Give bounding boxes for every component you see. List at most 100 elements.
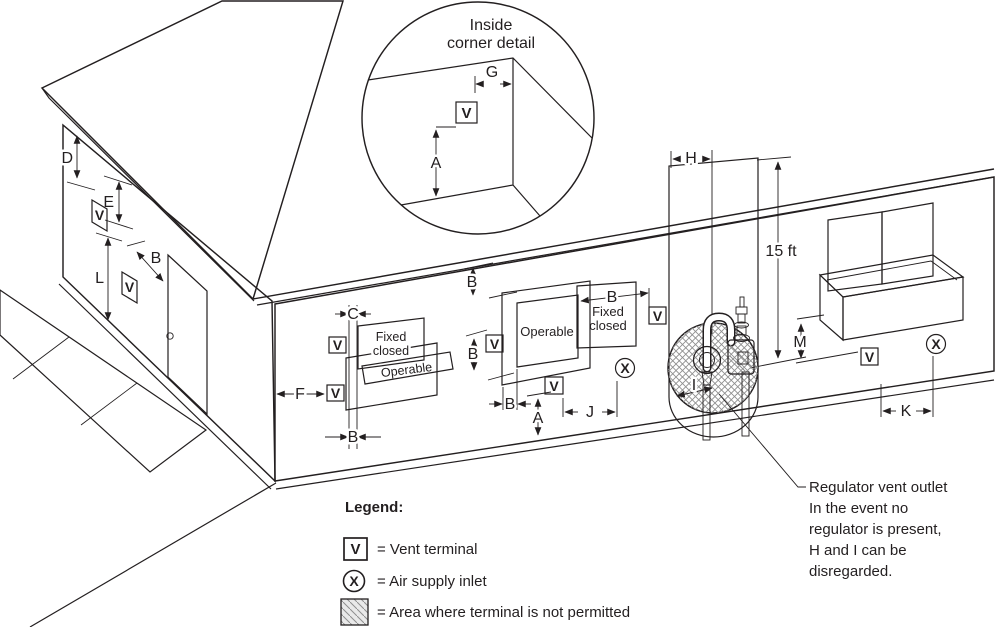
front-ground-line <box>275 379 995 490</box>
legend-vent-text: = Vent terminal <box>377 541 477 558</box>
vent-terminal-symbol: V <box>350 541 360 558</box>
vent-terminal-symbol: V <box>653 308 663 324</box>
sidewalk-joints <box>12 336 138 426</box>
dim-label-d: D <box>61 150 73 167</box>
detail-circle <box>361 1 595 235</box>
legend-title: Legend: <box>345 499 403 516</box>
left-wall-dimensions: D E V L B V <box>59 135 164 321</box>
well-pane-left <box>827 211 883 292</box>
dimension-b-bottom-left: B <box>489 369 531 416</box>
dimension-b-mid-left: B <box>465 329 515 381</box>
dimension-f: F <box>276 384 325 406</box>
well-box-left-face <box>819 273 844 342</box>
dim-label-m: M <box>793 334 806 351</box>
dim-label-c: C <box>347 306 359 323</box>
regulator-note: Regulator vent outlet In the event no re… <box>809 479 948 580</box>
vent-terminal-symbol: V <box>331 385 341 401</box>
dimension-k: K <box>880 356 934 423</box>
vent-terminal-window2-left: V <box>485 334 504 353</box>
dimension-j: J <box>562 381 618 424</box>
legend-vent-item: V = Vent terminal <box>343 537 477 561</box>
note-line-5: disregarded. <box>809 563 892 580</box>
regulator-note-leader <box>718 393 806 488</box>
gas-meter-assembly <box>692 296 755 441</box>
legend-area-swatch <box>340 598 369 626</box>
gooseneck-pipe <box>704 313 734 371</box>
dim-label-g: G <box>486 64 498 81</box>
dim-label-b: B <box>348 429 359 446</box>
legend-air-circle <box>342 569 366 593</box>
vent-terminal-symbol: V <box>865 349 875 365</box>
door-knob <box>166 332 174 340</box>
dim-label-k: K <box>901 403 912 420</box>
fixed-closed-pane-2 <box>576 281 637 349</box>
regulator-body-inner <box>699 352 715 368</box>
left-wall <box>62 123 276 483</box>
door <box>167 253 208 416</box>
dim-label-b: B <box>151 250 162 267</box>
dim-label-15ft: 15 ft <box>765 243 797 260</box>
fixed-label-line2: closed <box>589 318 627 333</box>
regulator-vent-outlet <box>701 371 713 386</box>
dimension-15ft: 15 ft <box>749 156 807 369</box>
window-well-group: V X K <box>818 202 965 423</box>
dim-label-a: A <box>533 410 544 427</box>
legend-vent-box <box>343 537 368 561</box>
legend-area-item: = Area where terminal is not permitted <box>340 598 630 626</box>
vent-terminal-symbol: V <box>461 105 471 122</box>
vent-terminal-symbol: V <box>125 279 135 295</box>
vent-terminal-left-lower: V <box>121 270 138 305</box>
left-ground-line <box>58 283 272 490</box>
window-1-group: Fixed closed Operable C V V F B <box>276 304 454 449</box>
dimension-g: G <box>474 62 512 93</box>
regulator-body <box>692 345 722 375</box>
fixed-closed-pane-1 <box>357 317 425 370</box>
dim-label-b: B <box>607 289 618 306</box>
note-line-1: Regulator vent outlet <box>809 479 948 496</box>
dimension-b-window1-bottom: B <box>325 427 381 449</box>
operable-opening <box>516 294 579 368</box>
dimension-a-detail: A <box>428 126 456 197</box>
operable-label: Operable <box>380 360 433 380</box>
vent-terminal-window2-bottom: V <box>544 376 564 395</box>
dimension-l: L <box>93 232 123 321</box>
vent-terminal-symbol: V <box>549 378 559 394</box>
regulator-vent-zone-hatch <box>668 323 758 413</box>
meter-flange <box>733 334 750 342</box>
dim-label-b: B <box>505 396 516 413</box>
terrain-line <box>29 482 277 627</box>
inside-corner-detail: Inside corner detail G V A <box>361 1 595 235</box>
fixed-label-line1: Fixed <box>592 304 624 319</box>
dim-label-l: L <box>95 270 104 287</box>
front-fascia-top <box>252 168 995 300</box>
dimension-b-right: B <box>580 287 650 312</box>
vent-terminal-detail: V <box>455 101 478 124</box>
vent-terminal-symbol: V <box>333 337 343 353</box>
legend-area-text: = Area where terminal is not permitted <box>377 604 630 621</box>
note-line-3: regulator is present, <box>809 521 942 538</box>
legend: Legend: V = Vent terminal X = Air supply… <box>340 499 630 626</box>
vent-terminal-symbol: V <box>95 207 105 223</box>
no-terminal-zone-window1 <box>345 342 438 411</box>
dim-label-b: B <box>468 346 479 363</box>
well-box-front-face <box>842 276 964 341</box>
dim-label-b: B <box>467 274 478 291</box>
dimension-h: H <box>670 148 713 170</box>
meter-stem <box>739 296 745 308</box>
dimension-a-window2: A <box>526 391 552 436</box>
legend-air-text: = Air supply inlet <box>377 573 487 590</box>
dimension-d: D <box>59 135 96 191</box>
meter-dial <box>737 351 749 365</box>
air-inlet-symbol: X <box>931 336 941 352</box>
detail-title-line1: Inside <box>470 17 513 34</box>
dim-label-i: I <box>692 377 696 394</box>
meter-cap <box>735 306 748 315</box>
vent-terminal-right: V <box>860 347 879 366</box>
corner-walls <box>367 57 593 217</box>
window-2-group: Operable Fixed closed B B B B <box>463 262 650 436</box>
operable-pane-1 <box>361 351 454 385</box>
regulator-clearance-zone: H 15 ft <box>667 148 859 488</box>
vent-terminal-window1-lower: V <box>326 384 345 402</box>
vent-terminal-window1-upper: V <box>328 336 347 354</box>
